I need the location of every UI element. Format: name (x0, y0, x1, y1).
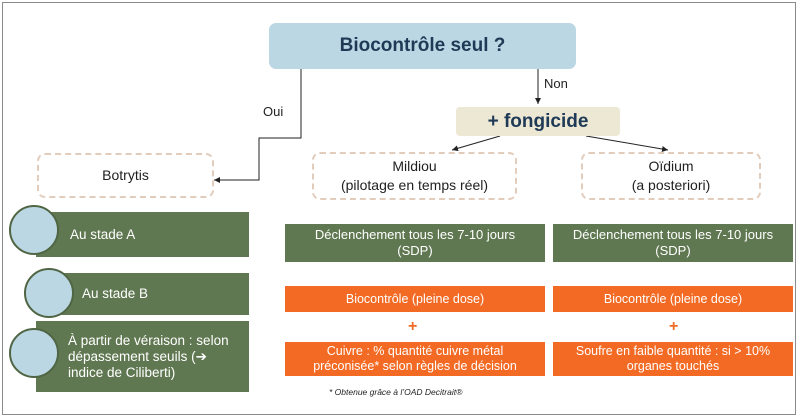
mildiou-trigger-box: Déclenchement tous les 7-10 jours (SDP) (285, 224, 545, 262)
stage-b-label: Au stade B (82, 286, 149, 301)
botrytis-box: Botrytis (37, 153, 214, 198)
connector-oidium (585, 135, 669, 152)
stage-a-circle (9, 205, 59, 255)
mildiou-title: Mildiou (392, 158, 437, 174)
fongicide-box: + fongicide (456, 107, 620, 136)
stage-b-circle (24, 268, 74, 318)
oidium-plus: + (669, 318, 679, 335)
footnote: * Obtenue grâce à l’OAD Decitrait® (329, 387, 463, 397)
oidium-sulfur-box: Soufre en faible quantité : si > 10% org… (553, 342, 793, 376)
connector-oui (214, 69, 302, 183)
label-oui: Oui (263, 104, 284, 119)
mildiou-subtitle: (pilotage en temps réel) (340, 177, 489, 193)
oidium-subtitle: (a posteriori) (631, 177, 711, 193)
oidium-title: Oïdium (648, 158, 694, 174)
connector-mildiou (451, 135, 501, 152)
label-non: Non (544, 76, 568, 91)
diagram-frame (2, 2, 796, 415)
mildiou-plus: + (408, 318, 418, 335)
stage-a-box: Au stade A (36, 212, 249, 257)
mildiou-biocontrol-box: Biocontrôle (pleine dose) (285, 286, 545, 312)
stage-a-label: Au stade A (70, 226, 136, 242)
oidium-box: Oïdium (a posteriori) (581, 152, 761, 200)
oidium-biocontrol-box: Biocontrôle (pleine dose) (553, 286, 793, 312)
botrytis-title: Botrytis (102, 167, 149, 183)
oidium-trigger-box: Déclenchement tous les 7-10 jours (SDP) (553, 224, 793, 262)
mildiou-copper-box: Cuivre : % quantité cuivre métal préconi… (285, 342, 545, 376)
stage-c-circle (9, 328, 59, 378)
question-box: Biocontrôle seul ? (269, 23, 576, 69)
stage-c-label: À partir de véraison : selon dépassement… (68, 332, 229, 380)
stage-b-box: Au stade B (56, 273, 249, 315)
stage-c-box: À partir de véraison : selon dépassement… (36, 321, 249, 392)
mildiou-box: Mildiou (pilotage en temps réel) (312, 152, 517, 200)
